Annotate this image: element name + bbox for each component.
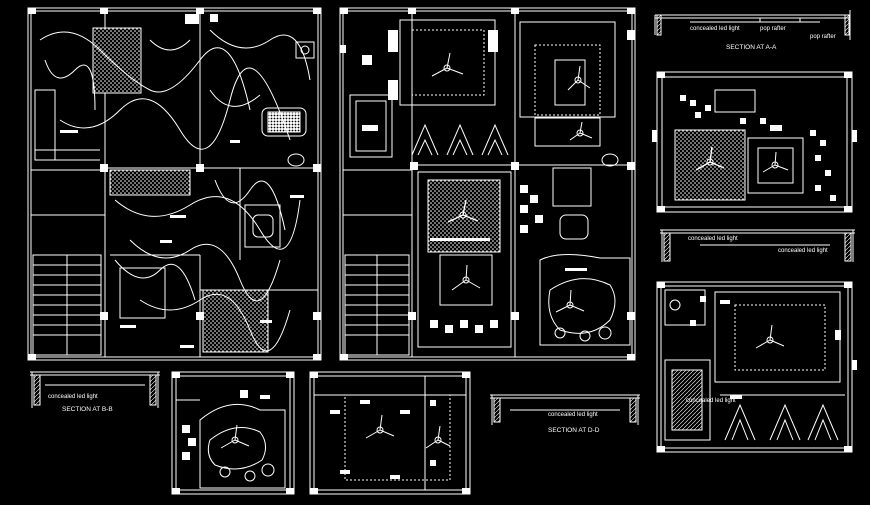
electrical-plan [27,7,322,361]
concealed-led-label-2: concealed led light [688,236,738,242]
section-bb-title: SECTION AT B-B [62,406,113,413]
concealed-led-label-1: concealed led light [690,26,740,32]
concealed-led-label-6: concealed led light [686,398,736,404]
ceiling-plan [339,7,636,361]
pop-rafter-label-2: pop rafter [810,34,836,40]
concealed-led-label-3: concealed led light [778,248,828,254]
section-dd-title: SECTION AT D-D [548,427,600,434]
room-detail-bottom-middle [309,371,471,495]
section-aa-title: SECTION AT A-A [726,44,777,51]
section-dd [490,394,640,425]
room-detail-bottom-right [656,281,857,453]
concealed-led-label-4: concealed led light [48,394,98,400]
pop-rafter-label-1: pop rafter [760,26,786,32]
concealed-led-label-5: concealed led light [548,412,598,418]
section-bb [30,371,160,408]
section-aa [654,10,851,40]
section-mid-right [660,229,855,262]
room-detail-top-right [652,71,857,213]
room-detail-bottom-left [171,371,295,495]
